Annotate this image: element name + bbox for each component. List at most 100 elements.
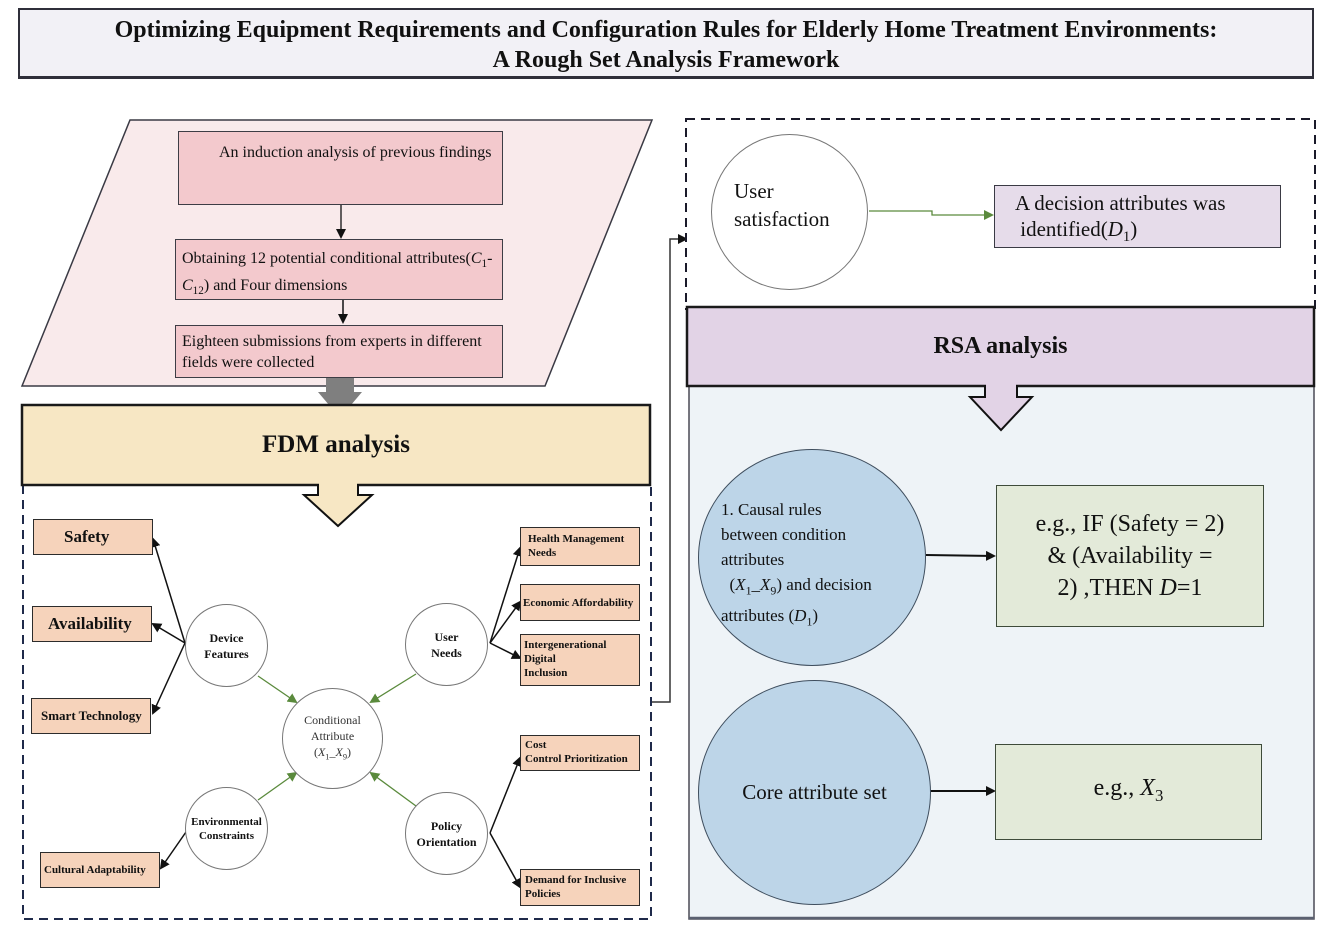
attribute-label: Smart Technology	[41, 708, 142, 723]
var-d: D	[1159, 575, 1177, 601]
attribute-health-management: Health Management Needs	[520, 527, 640, 566]
rsa-banner: RSA analysis	[687, 307, 1314, 386]
rule-example-box: e.g., IF (Safety = 2) & (Availability = …	[996, 485, 1264, 627]
title-line-2: A Rough Set Analysis Framework	[492, 47, 840, 73]
dimension-label-line: Policy	[430, 818, 463, 833]
attribute-label: Availability	[48, 614, 132, 633]
attribute-availability: Availability	[32, 606, 152, 642]
sub-1: 1	[481, 258, 488, 271]
arrow-policy-cost	[489, 756, 522, 834]
paren: )	[812, 606, 819, 626]
rule-example-line: e.g., IF (Safety = 2)	[1035, 511, 1225, 537]
arrow-user-economic	[489, 600, 522, 644]
fdm-banner: FDM analysis	[22, 405, 650, 485]
arrow-policy-center	[369, 771, 417, 807]
attribute-safety: Safety	[33, 519, 153, 555]
center-range: (X1_X9)	[313, 744, 352, 762]
arrow-env-center	[257, 771, 298, 801]
page-title: Optimizing Equipment Requirements and Co…	[18, 8, 1314, 79]
sub: 1	[325, 752, 330, 762]
user-satisfaction-node: User satisfaction	[711, 134, 868, 290]
dimension-label-line: Orientation	[416, 834, 477, 849]
rule-example-line: 2) ,THEN D=1	[1036, 572, 1225, 604]
rule-text: =1	[1176, 575, 1203, 601]
rules-label-line: between condition	[721, 525, 847, 544]
satisfaction-label-line: satisfaction	[734, 207, 830, 231]
dimension-label-line: Needs	[431, 645, 462, 660]
attribute-label-line: Digital	[524, 653, 556, 665]
arrow-device-availability	[151, 622, 186, 644]
attribute-cost-control: Cost Control Prioritization	[520, 735, 640, 771]
arrow-policy-demand	[489, 832, 521, 889]
var-x: X	[1140, 775, 1155, 802]
arrow-env-cultural	[159, 831, 187, 870]
rules-label-line: 1. Causal rules	[721, 500, 822, 519]
var-x: X	[317, 744, 326, 759]
rsa-banner-label: RSA analysis	[933, 333, 1068, 359]
attribute-label: Cultural Adaptability	[44, 864, 146, 876]
dimension-label-line: Features	[204, 646, 249, 661]
step-1-text: An induction analysis of previous findin…	[219, 144, 492, 161]
sub-12: 12	[192, 285, 204, 298]
fdm-banner-label: FDM analysis	[262, 431, 410, 458]
rule-text: 2) ,THEN	[1057, 575, 1160, 601]
rules-text: ) and decision	[776, 575, 872, 594]
attribute-label-line: Intergenerational	[524, 639, 607, 651]
var-x: X	[335, 744, 343, 759]
attribute-label-line: Needs	[528, 547, 557, 559]
dash: -	[487, 250, 493, 267]
attribute-label: Safety	[64, 527, 110, 546]
sub: 1	[745, 583, 752, 598]
arrow-user-health	[489, 546, 523, 644]
paren: )	[1130, 217, 1138, 241]
attribute-label-line: Policies	[525, 888, 561, 900]
rsa-down-arrow	[967, 385, 1035, 432]
fdm-dashed-container	[22, 484, 652, 920]
core-label: Core attribute set	[742, 780, 887, 804]
center-label-line: Attribute	[310, 728, 355, 743]
attribute-intergenerational-digital-inclusion: Intergenerational Digital Inclusion	[520, 634, 640, 686]
dimension-label-line: Constraints	[198, 829, 254, 842]
step-3-text: Eighteen submissions from experts in dif…	[182, 333, 482, 371]
var-c: C	[182, 277, 193, 295]
arrow-device-safety	[150, 537, 186, 644]
grey-block-arrow	[318, 378, 362, 418]
attribute-label-line: Control Prioritization	[525, 753, 628, 765]
step-2-suffix: ) and Four dimensions	[203, 277, 348, 295]
step-expert-submissions: Eighteen submissions from experts in dif…	[175, 325, 503, 378]
var-d: D	[794, 606, 807, 626]
attribute-label-line: Demand for Inclusive	[525, 874, 627, 886]
step-induction-analysis: An induction analysis of previous findin…	[178, 131, 503, 205]
step-2-prefix: Obtaining 12 potential conditional attri…	[182, 250, 471, 267]
conditional-attribute-node: Conditional Attribute (X1_X9)	[282, 688, 383, 789]
core-example-text: e.g.,	[1093, 775, 1141, 802]
connector-fdm-to-rsa	[652, 234, 688, 703]
core-example-box: e.g., X3	[995, 744, 1262, 840]
core-attribute-node: Core attribute set	[698, 680, 931, 905]
var-c: C	[470, 250, 482, 267]
decision-label-line: identified(D1)	[1015, 216, 1280, 250]
decision-attribute-box: A decision attributes was identified(D1)	[994, 185, 1281, 248]
var-d: D	[1107, 217, 1123, 241]
title-line-1: Optimizing Equipment Requirements and Co…	[114, 17, 1218, 43]
rule-example-line: & (Availability =	[1047, 543, 1213, 569]
sub: 9	[342, 752, 348, 762]
attribute-label-line: Inclusion	[524, 667, 568, 679]
arrow-user-center	[369, 673, 417, 704]
rules-text: attributes (	[721, 606, 795, 626]
arrow-rules-example	[925, 550, 996, 561]
dimension-label-line: Device	[209, 630, 244, 645]
attribute-cultural-adaptability: Cultural Adaptability	[40, 852, 160, 888]
attribute-label: Economic Affordability	[523, 596, 634, 609]
sub: 3	[1154, 785, 1164, 805]
arrow-user-intergen	[489, 642, 522, 659]
attribute-smart-technology: Smart Technology	[31, 698, 151, 734]
arrow-device-smart	[151, 642, 186, 715]
dimension-label-line: Environmental	[191, 815, 262, 828]
var-x: X	[735, 575, 746, 594]
decision-label-line: A decision attributes was	[1015, 191, 1226, 215]
sub: 1	[806, 614, 813, 629]
